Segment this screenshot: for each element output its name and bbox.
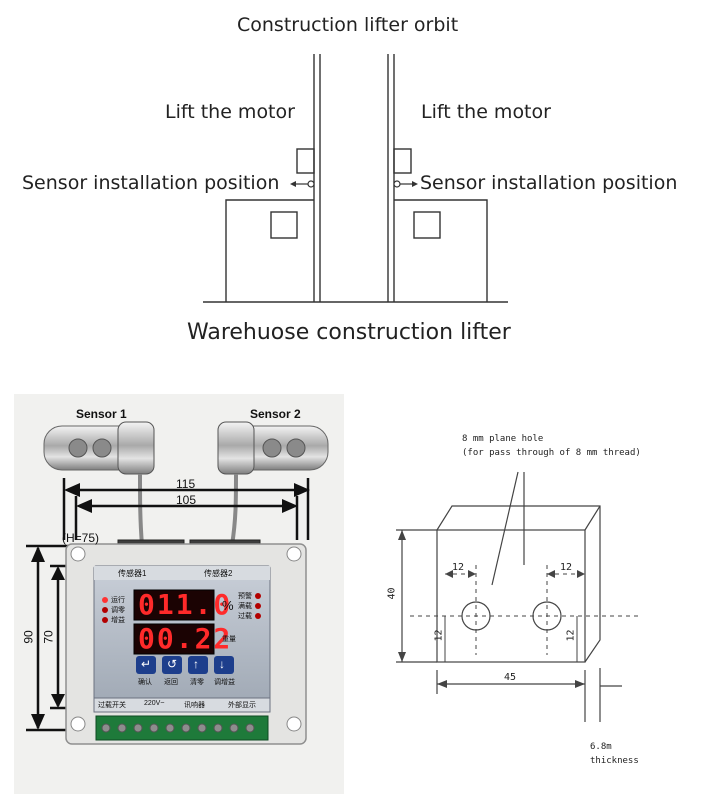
lifter-caption: Warehuose construction lifter	[187, 320, 511, 345]
led-label-gain: 增益	[111, 617, 125, 624]
sensor-1-label: Sensor 1	[76, 407, 127, 421]
weight-label: 重量	[222, 636, 236, 643]
left-sensor-position-label: Sensor installation position	[22, 172, 280, 194]
lifter-orbit-drawing	[203, 54, 508, 303]
dim-105: 105	[176, 493, 197, 507]
gain-adjust-label: 调增益	[214, 679, 235, 686]
bracket-drawing	[396, 471, 622, 722]
display-1: 011.0	[138, 588, 233, 621]
dim-70: 70	[41, 630, 56, 644]
confirm-label: 确认	[138, 679, 152, 686]
channel-1-label: 传感器1	[118, 569, 147, 578]
external-display-label: 外部显示	[228, 702, 256, 709]
right-motor-label: Lift the motor	[421, 101, 551, 123]
hole-note-line2: (for pass through of 8 mm thread)	[462, 448, 641, 458]
confirm-icon[interactable]: ↵	[141, 657, 152, 671]
led-label-overload: 过载	[238, 613, 252, 620]
sensor-2-label: Sensor 2	[250, 407, 301, 421]
dim-12-top-left: 12	[452, 562, 465, 573]
orbit-title: Construction lifter orbit	[237, 14, 459, 36]
led-label-warn: 预警	[238, 593, 252, 600]
dim-12-left: 12	[433, 629, 445, 642]
return-icon[interactable]: ↺	[167, 657, 178, 671]
led-label-run: 运行	[111, 597, 125, 604]
thickness-line2: thickness	[590, 756, 639, 766]
left-motor-label: Lift the motor	[165, 101, 295, 123]
return-label: 返回	[164, 679, 178, 686]
dim-12-right: 12	[565, 629, 577, 642]
dim-90: 90	[21, 630, 36, 644]
led-label-zero: 调零	[111, 607, 125, 614]
percent-label: %	[222, 598, 234, 613]
dim-115: 115	[176, 477, 196, 491]
hole-note-line1: 8 mm plane hole	[462, 434, 544, 444]
overload-switch-label: 过载开关	[98, 702, 126, 709]
buzzer-label: 讯响器	[184, 702, 205, 709]
dim-45: 45	[504, 672, 517, 683]
led-label-full: 满载	[238, 603, 252, 610]
sensor-2-body	[217, 421, 329, 475]
power-label: 220V~	[144, 700, 165, 707]
zero-label: 清零	[190, 679, 204, 686]
sensor-1-body	[43, 421, 155, 475]
thickness-line1: 6.8m	[590, 742, 612, 752]
right-sensor-position-label: Sensor installation position	[420, 172, 678, 194]
channel-2-label: 传感器2	[204, 569, 233, 578]
up-arrow-icon[interactable]: ↑	[193, 657, 199, 671]
dim-40: 40	[386, 587, 398, 600]
dim-12-top-right: 12	[560, 562, 573, 573]
display-2: 00.22	[138, 622, 233, 655]
down-arrow-icon[interactable]: ↓	[219, 657, 225, 671]
dim-height: (H=75)	[62, 531, 100, 545]
